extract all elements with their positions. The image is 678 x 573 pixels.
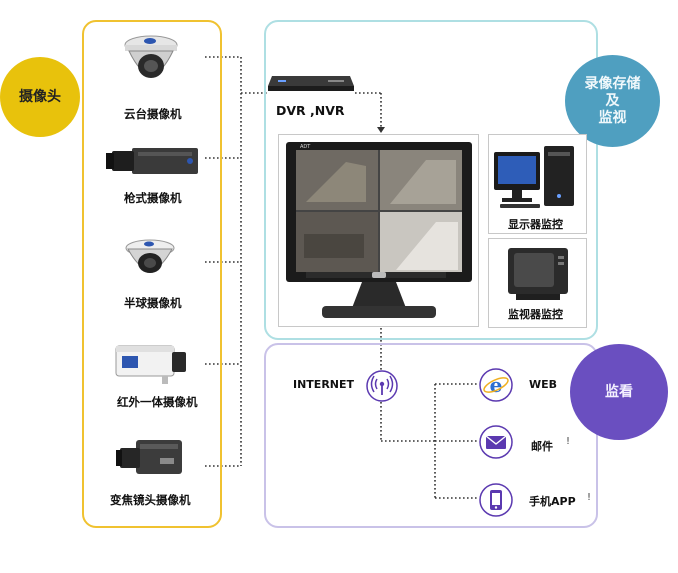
camera-label: 红外一体摄像机: [117, 395, 198, 409]
wireless-antenna-icon: [366, 370, 398, 402]
recorder-label: DVR ,NVR: [276, 103, 345, 118]
ptz-dome-camera-icon: [124, 35, 178, 78]
output-label: 邮件: [531, 440, 553, 453]
camera-label: 枪式摄像机: [124, 191, 182, 205]
display-label: 显示器监控: [508, 218, 563, 231]
half-dome-camera-icon: [125, 239, 175, 273]
bullet-camera-icon: [106, 148, 198, 174]
cameras-panel: [82, 20, 222, 528]
camera-label: 半球摄像机: [124, 296, 182, 310]
crt-monitor-icon: [508, 248, 568, 300]
monitor-brand: ADT: [300, 144, 311, 150]
recording-group-label: 录像存储 及 监视: [565, 55, 660, 147]
internet-explorer-icon: e: [479, 368, 513, 402]
desktop-computer-icon: [494, 146, 574, 208]
output-mark: !: [587, 492, 592, 503]
infrared-camera-icon: [115, 345, 186, 384]
display-label: 监视器监控: [508, 308, 563, 321]
output-label: 手机APP: [529, 495, 576, 508]
mobile-phone-icon: [479, 483, 513, 517]
recording-panel: [264, 20, 598, 340]
dvr-recorder-icon: [268, 76, 354, 91]
camera-label: 云台摄像机: [124, 107, 182, 121]
monitoring-group-label: 监看: [570, 344, 668, 440]
internet-label: INTERNET: [293, 378, 355, 391]
zoom-lens-camera-icon: [116, 440, 182, 474]
quad-view-monitor-icon: ADT: [286, 142, 472, 318]
output-mark: !: [566, 436, 571, 447]
cameras-group-label: 摄像头: [0, 57, 80, 137]
output-label: WEB: [529, 378, 558, 391]
svg-text:e: e: [490, 373, 503, 397]
camera-label: 变焦镜头摄像机: [110, 493, 191, 507]
mail-envelope-icon: [479, 425, 513, 459]
monitoring-panel: [264, 343, 598, 528]
